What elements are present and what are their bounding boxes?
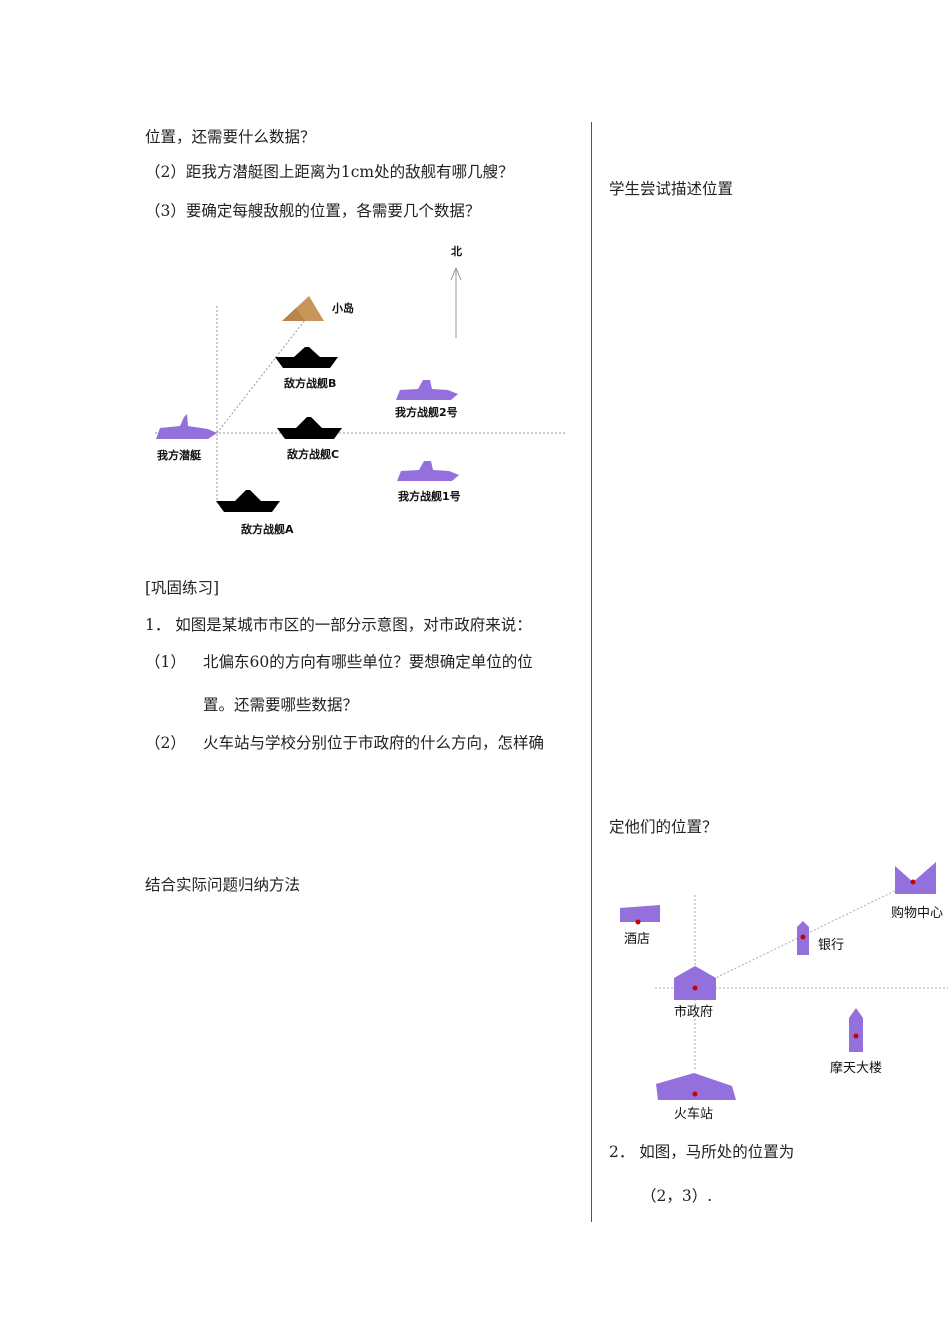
our-ship-1-label: 我方战舰1号 bbox=[398, 489, 461, 503]
north-arrow-icon bbox=[450, 266, 462, 338]
exercise-1-2-text: 火车站与学校分别位于市政府的什么方向，怎样确 bbox=[203, 734, 545, 752]
exercise-1-2-number: （2） bbox=[145, 734, 186, 752]
student-activity: 学生尝试描述位置 bbox=[609, 180, 734, 198]
city-hall-label: 市政府 bbox=[674, 1004, 713, 1020]
train-station-icon bbox=[656, 1073, 736, 1100]
hotel-icon bbox=[620, 905, 660, 925]
our-ship-1-icon bbox=[397, 461, 459, 481]
city-hall-icon bbox=[674, 966, 716, 1000]
summary-text: 结合实际问题归纳方法 bbox=[145, 876, 301, 894]
exercise-1: 1． 如图是某城市市区的一部分示意图，对市政府来说： bbox=[145, 616, 532, 634]
continued-text: 定他们的位置？ bbox=[609, 818, 718, 836]
island-icon bbox=[282, 296, 324, 321]
hotel-label: 酒店 bbox=[624, 932, 650, 947]
exercise-1-1-number: （1） bbox=[145, 653, 186, 671]
text-line-position: 位置，还需要什么数据？ bbox=[145, 128, 316, 146]
our-submarine-label: 我方潜艇 bbox=[157, 448, 202, 462]
island-label: 小岛 bbox=[331, 301, 354, 315]
enemy-c-label: 敌方战舰C bbox=[287, 447, 339, 461]
our-ship-2-label: 我方战舰2号 bbox=[395, 405, 458, 419]
mall-label: 购物中心 bbox=[891, 905, 943, 921]
column-divider bbox=[591, 122, 592, 1222]
skyscraper-icon bbox=[849, 1008, 863, 1052]
our-ship-2-icon bbox=[396, 380, 458, 400]
bank-icon bbox=[797, 921, 809, 955]
skyscraper-label: 摩天大楼 bbox=[830, 1060, 882, 1076]
north-label: 北 bbox=[451, 244, 462, 258]
exercise-2-coordinate: （2，3）. bbox=[641, 1187, 713, 1205]
exercise-1-1-text-cont: 置。还需要哪些数据？ bbox=[203, 696, 359, 714]
our-submarine-icon bbox=[156, 414, 217, 439]
question-2: （2）距我方潜艇图上距离为1cm处的敌舰有哪几艘？ bbox=[145, 163, 514, 181]
exercise-2: 2． 如图，马所处的位置为 bbox=[609, 1143, 795, 1161]
exercise-1-1-text: 北偏东60的方向有哪些单位？要想确定单位的位 bbox=[203, 653, 533, 671]
practice-title: [巩固练习] bbox=[145, 579, 220, 597]
enemy-b-label: 敌方战舰B bbox=[284, 376, 336, 390]
question-3: （3）要确定每艘敌舰的位置，各需要几个数据？ bbox=[145, 202, 481, 220]
bank-label: 银行 bbox=[818, 938, 844, 953]
train-station-label: 火车站 bbox=[674, 1106, 713, 1122]
enemy-ship-a-icon bbox=[216, 490, 280, 512]
enemy-a-label: 敌方战舰A bbox=[241, 522, 294, 536]
enemy-ship-c-icon bbox=[277, 417, 342, 439]
enemy-ship-b-icon bbox=[275, 347, 338, 368]
mall-icon bbox=[895, 862, 936, 894]
